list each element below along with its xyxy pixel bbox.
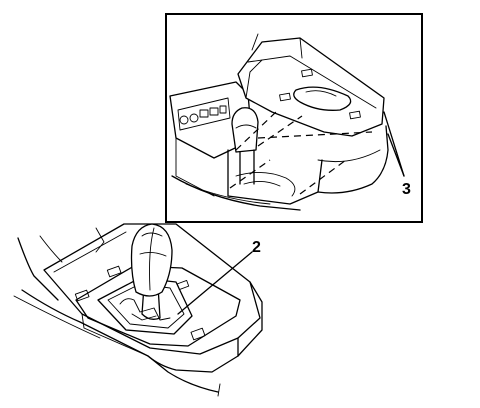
callout-2: 2 <box>252 239 261 256</box>
shift-lever <box>130 223 173 320</box>
tunnel-left-edge <box>17 237 59 301</box>
detail-inset: 3 <box>165 13 423 223</box>
detail-shift-knob <box>231 107 259 185</box>
shift-trim-plate <box>237 33 385 137</box>
fastener-tab <box>106 265 122 278</box>
shift-knob <box>130 223 173 297</box>
main-console-view: 2 <box>13 223 263 397</box>
callout-3: 3 <box>402 181 411 198</box>
leader-line-3b <box>387 133 405 177</box>
fastener-tab <box>74 289 90 302</box>
detail-console-body <box>227 125 389 205</box>
leader-line-3a <box>383 111 405 177</box>
assembly-dashed-lines <box>229 111 373 195</box>
dashboard-panel <box>169 81 301 211</box>
fastener-tab <box>190 327 206 341</box>
fastener-tab <box>176 280 190 290</box>
leader-line-2 <box>177 251 253 315</box>
floor-edge <box>21 289 219 393</box>
